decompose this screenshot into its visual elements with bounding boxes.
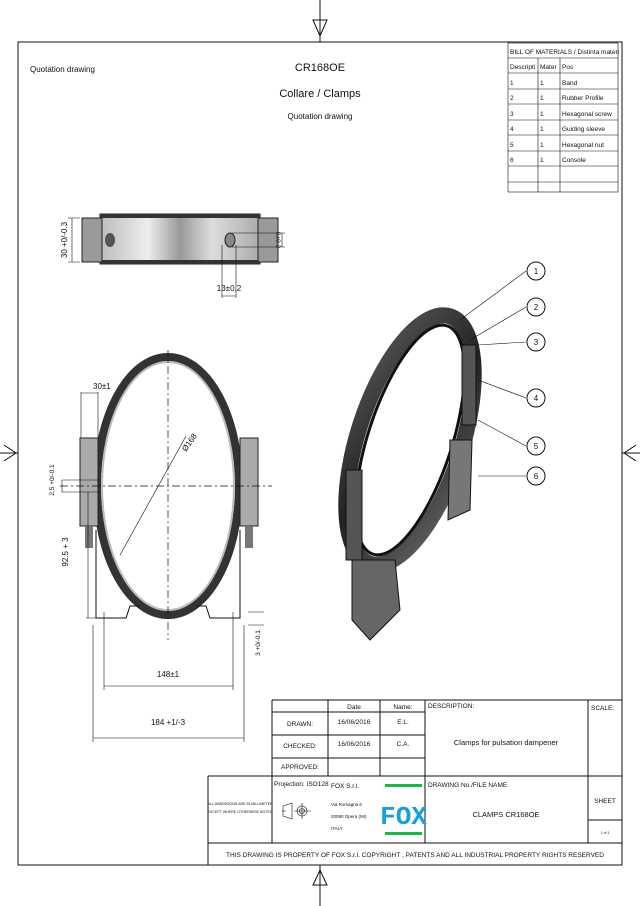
title-block: Date Name: DRAWN: 16/06/2016 E.L. CHECKE… bbox=[207, 699, 622, 865]
bom-row: 1 1 Band bbox=[510, 80, 578, 87]
bom-col: Mater bbox=[540, 64, 557, 71]
svg-text:C.A.: C.A. bbox=[397, 741, 410, 748]
dim-flange-width: 30±1 bbox=[93, 382, 111, 391]
svg-text:1: 1 bbox=[510, 80, 514, 87]
balloon-4: 4 bbox=[526, 388, 546, 408]
balloon-3: 3 bbox=[526, 332, 546, 352]
svg-text:FOX: FOX bbox=[380, 802, 427, 832]
svg-text:EXCEPT WHERE OTHERWISE NOTED: EXCEPT WHERE OTHERWISE NOTED bbox=[208, 810, 273, 814]
svg-text:3: 3 bbox=[510, 111, 514, 118]
svg-text:2: 2 bbox=[534, 303, 539, 312]
fox-logo: FOX bbox=[380, 784, 427, 835]
bom-title: BILL OF MATERIALS / Distinta materi bbox=[510, 49, 619, 56]
svg-text:APPROVED:: APPROVED: bbox=[281, 764, 319, 771]
dim-center-height: 92.5 + 3 bbox=[61, 537, 70, 567]
svg-text:DESCRIPTION:: DESCRIPTION: bbox=[428, 703, 474, 710]
dim-top-height: 30 +0/-0.3 bbox=[60, 221, 69, 258]
svg-text:FOX S.r.l.: FOX S.r.l. bbox=[331, 783, 359, 790]
svg-text:2: 2 bbox=[510, 95, 514, 102]
svg-text:1: 1 bbox=[540, 111, 544, 118]
bom-col: Descripti bbox=[510, 64, 535, 71]
svg-text:Console: Console bbox=[562, 157, 586, 164]
dim-diameter: Ø168 bbox=[180, 432, 199, 454]
balloon-2: 2 bbox=[526, 297, 546, 317]
bom-row: 5 1 Hexagonal nut bbox=[510, 142, 604, 149]
drawing-code: CR168OE bbox=[295, 62, 345, 74]
top-view bbox=[68, 213, 285, 298]
svg-text:Via Romagna 6: Via Romagna 6 bbox=[331, 802, 362, 807]
svg-text:SCALE:: SCALE: bbox=[591, 705, 614, 712]
svg-text:DRAWN:: DRAWN: bbox=[287, 721, 313, 728]
dim-slot-width: 13±0.2 bbox=[217, 284, 242, 293]
svg-text:1: 1 bbox=[540, 95, 544, 102]
dim-base-thickness: 3 +0/-0.1 bbox=[255, 630, 262, 656]
copyright-notice: THIS DRAWING IS PROPERTY OF FOX S.r.l. C… bbox=[226, 852, 604, 859]
svg-text:Hexagonal screw: Hexagonal screw bbox=[562, 111, 612, 118]
isometric-view bbox=[338, 270, 527, 641]
svg-text:1: 1 bbox=[540, 126, 544, 133]
dim-base-width: 184 +1/-3 bbox=[151, 718, 186, 727]
svg-text:1: 1 bbox=[540, 80, 544, 87]
description: Clamps for pulsation dampener bbox=[454, 738, 559, 747]
svg-text:4: 4 bbox=[510, 126, 514, 133]
svg-text:1: 1 bbox=[540, 142, 544, 149]
svg-text:16/06/2016: 16/06/2016 bbox=[338, 741, 371, 748]
drawing-subtitle: Quotation drawing bbox=[288, 112, 353, 121]
svg-text:SHEET: SHEET bbox=[594, 798, 616, 805]
dim-hole-spacing: 148±1 bbox=[157, 670, 180, 679]
svg-text:1 of 1: 1 of 1 bbox=[601, 831, 610, 835]
svg-text:Rubber Profile: Rubber Profile bbox=[562, 95, 604, 102]
dim-gap: 2,5 +0/-0.1 bbox=[49, 464, 56, 496]
svg-text:5: 5 bbox=[534, 442, 539, 451]
svg-text:3: 3 bbox=[534, 338, 539, 347]
svg-text:20090 Opera (MI): 20090 Opera (MI) bbox=[331, 814, 367, 819]
balloon-1: 1 bbox=[526, 261, 546, 281]
svg-text:Hexagonal nut: Hexagonal nut bbox=[562, 142, 604, 149]
svg-text:1: 1 bbox=[540, 157, 544, 164]
svg-text:E.L.: E.L. bbox=[397, 719, 409, 726]
bom-row: 6 1 Console bbox=[510, 157, 586, 164]
bom-row: 2 1 Rubber Profile bbox=[510, 95, 604, 102]
svg-text:1: 1 bbox=[534, 267, 539, 276]
balloon-5: 5 bbox=[526, 436, 546, 456]
svg-text:ITALY: ITALY bbox=[331, 826, 343, 831]
bom-row: 4 1 Guiding sleeve bbox=[510, 126, 605, 133]
balloon-6: 6 bbox=[526, 466, 546, 486]
drawing-number: CLAMPS CR168OE bbox=[472, 810, 539, 819]
svg-text:16/06/2016: 16/06/2016 bbox=[338, 719, 371, 726]
svg-text:CHECKED:: CHECKED: bbox=[283, 743, 317, 750]
svg-text:Projection: ISO128: Projection: ISO128 bbox=[274, 781, 329, 788]
svg-text:Band: Band bbox=[562, 80, 578, 87]
svg-text:5: 5 bbox=[510, 142, 514, 149]
svg-text:Date: Date bbox=[347, 704, 361, 711]
projection-symbol-icon bbox=[282, 802, 311, 820]
svg-text:6: 6 bbox=[534, 472, 539, 481]
svg-text:Name:: Name: bbox=[393, 704, 412, 711]
drawing-name: Collare / Clamps bbox=[279, 88, 361, 100]
svg-text:4: 4 bbox=[534, 394, 539, 403]
dim-slot-height: 9±0.2 bbox=[274, 232, 281, 249]
part-balloons: 1 2 3 4 5 6 bbox=[526, 261, 546, 486]
front-view bbox=[60, 350, 272, 742]
svg-text:6: 6 bbox=[510, 157, 514, 164]
bom-row: 3 1 Hexagonal screw bbox=[510, 111, 612, 118]
header-left-label: Quotation drawing bbox=[30, 65, 95, 74]
bom-table: BILL OF MATERIALS / Distinta materi Desc… bbox=[507, 42, 619, 193]
bom-col: Pos bbox=[562, 64, 574, 71]
svg-text:Guiding sleeve: Guiding sleeve bbox=[562, 126, 605, 133]
svg-text:ALL DIMENSIONS ARE IN MILLIMET: ALL DIMENSIONS ARE IN MILLIMETER bbox=[207, 802, 273, 806]
svg-text:DRAWING No./FILE NAME: DRAWING No./FILE NAME bbox=[428, 782, 508, 789]
